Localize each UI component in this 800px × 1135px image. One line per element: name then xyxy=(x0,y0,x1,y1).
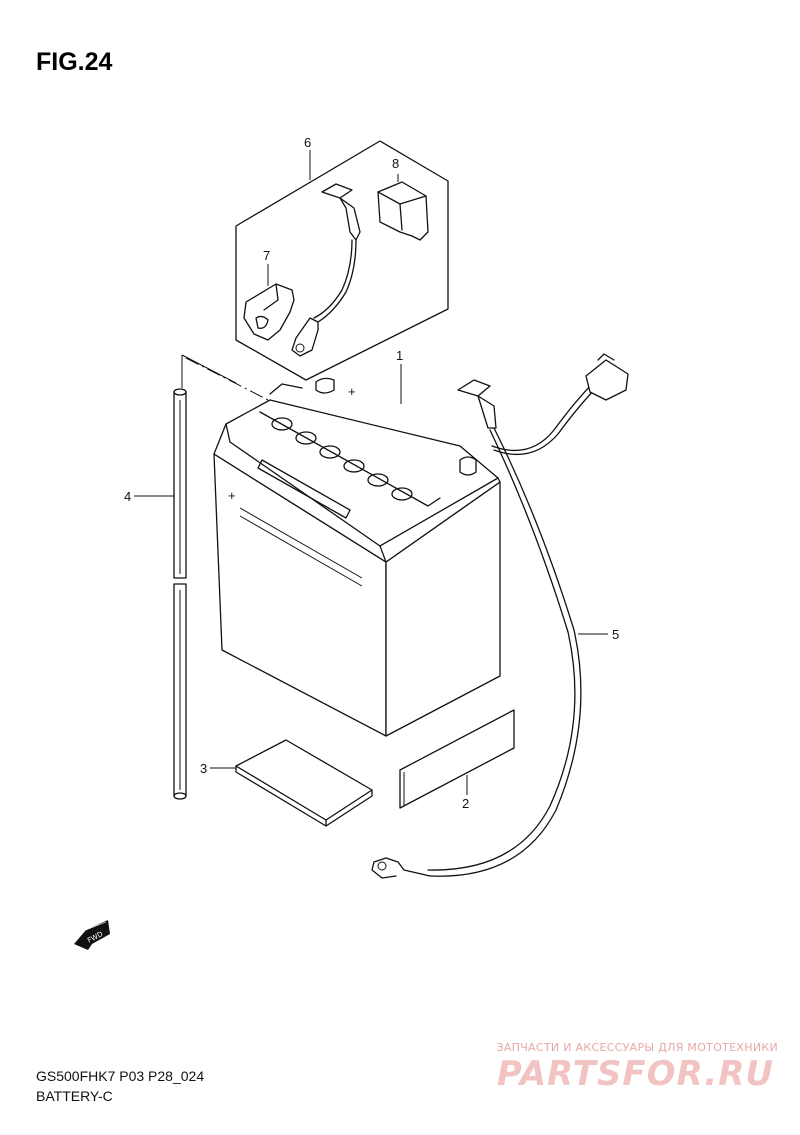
callout-4: 4 xyxy=(124,489,131,504)
callout-6: 6 xyxy=(304,135,311,150)
part-2-label[interactable] xyxy=(399,709,515,809)
callout-8: 8 xyxy=(392,156,399,171)
callout-2: 2 xyxy=(462,796,469,811)
figure-title: FIG.24 xyxy=(36,48,113,76)
fwd-arrow-icon: FWD xyxy=(74,920,110,950)
part-6-terminal-lead[interactable] xyxy=(291,183,361,357)
watermark-logo: PARTSFOR.RU xyxy=(496,1054,774,1094)
model-code: GS500FHK7 P03 P28_024 xyxy=(36,1068,205,1084)
callout-leaders xyxy=(134,150,608,795)
callout-1: 1 xyxy=(396,348,403,363)
part-3-battery-pad[interactable] xyxy=(235,739,373,827)
part-5-battery-lead[interactable] xyxy=(371,353,629,879)
svg-text:+: + xyxy=(228,488,236,503)
inset-box xyxy=(181,140,449,388)
callout-3: 3 xyxy=(200,761,207,776)
part-1-battery[interactable]: + + xyxy=(213,377,501,737)
part-8-terminal-cap[interactable] xyxy=(377,181,429,241)
callout-5: 5 xyxy=(612,627,619,642)
part-4-breather-hose[interactable] xyxy=(173,388,187,800)
svg-text:+: + xyxy=(348,384,356,399)
part-7-terminal-cover[interactable] xyxy=(243,283,295,341)
watermark-tagline: ЗАПЧАСТИ И АКСЕССУАРЫ ДЛЯ МОТОТЕХНИКИ xyxy=(496,1041,778,1054)
callout-7: 7 xyxy=(263,248,270,263)
diagram-name: BATTERY-C xyxy=(36,1088,113,1104)
